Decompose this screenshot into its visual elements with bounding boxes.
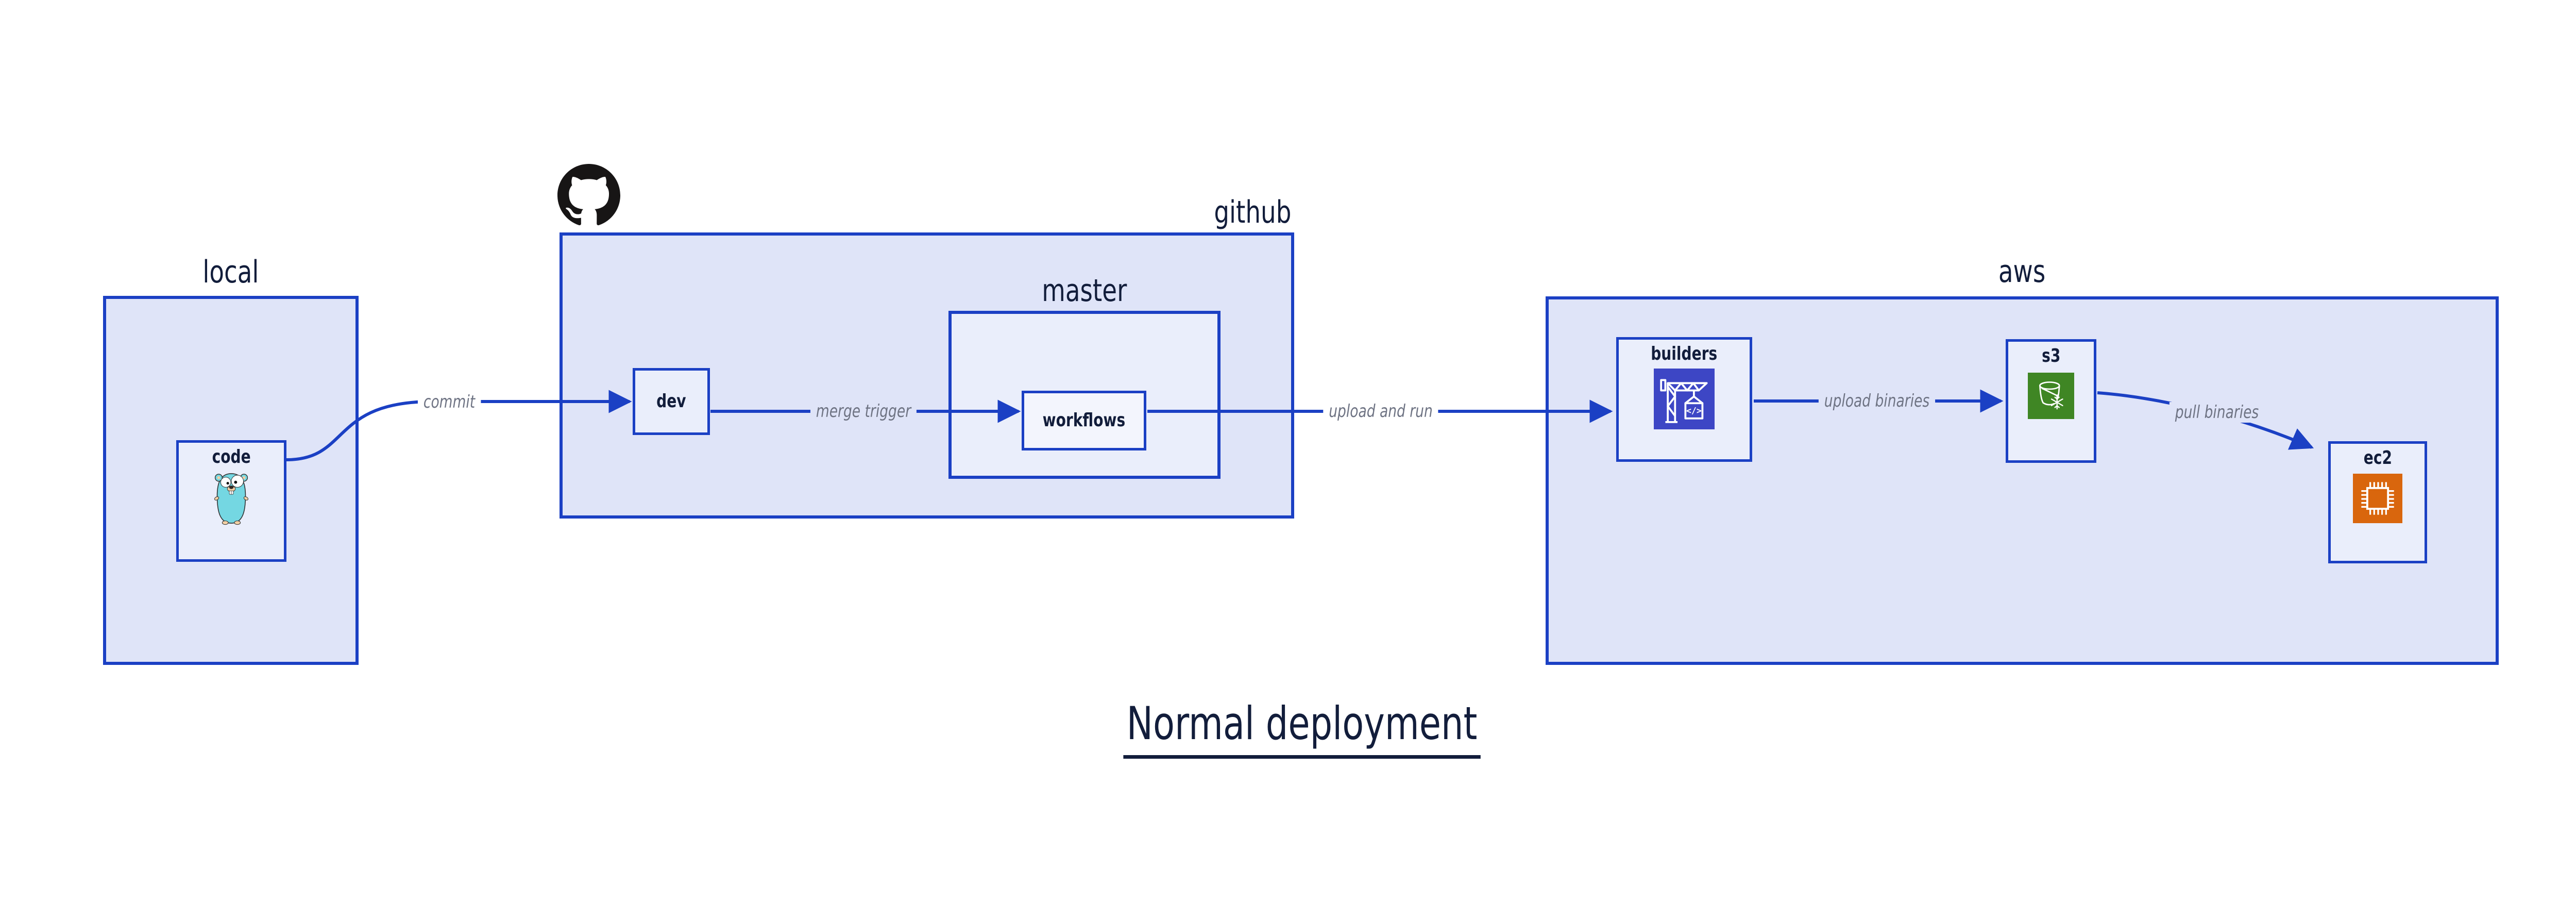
edge-pull-binaries-label: pull binaries [2156,402,2278,423]
node-dev-label: dev [656,391,686,412]
aws-s3-glacier-bucket-icon [2028,373,2074,419]
github-octocat-icon [557,164,620,225]
edge-commit-label: commit [409,392,490,412]
node-ec2-label: ec2 [2363,447,2392,469]
edge-upload-and-run-label: upload and run [1307,401,1454,422]
github-group-label: github [560,195,1291,229]
node-ec2: ec2 [2328,441,2427,563]
node-builders-label: builders [1651,343,1718,364]
node-dev: dev [633,368,710,435]
node-code: code [176,440,286,562]
edge-upload-binaries-label: upload binaries [1802,391,1952,411]
codebuild-code-glyph: </> [1686,406,1702,415]
aws-codebuild-crane-icon: </> [1654,369,1715,429]
master-group-label: master [948,274,1221,308]
node-workflows-label: workflows [1042,410,1126,431]
aws-ec2-chip-icon [2353,474,2402,523]
node-workflows: workflows [1022,391,1146,450]
aws-group-label: aws [1546,255,2499,289]
aws-group-label-text: aws [1998,254,2046,290]
github-group-label-text: github [1213,194,1291,230]
node-builders: builders </> [1616,337,1752,462]
edge-merge-trigger-label: merge trigger [795,401,931,422]
node-s3-label: s3 [2041,345,2061,366]
local-group-label-text: local [202,254,259,290]
local-group-label: local [103,255,359,289]
diagram-title: Normal deployment [1073,697,1531,759]
node-code-label: code [212,446,251,467]
master-group-label-text: master [1042,273,1127,309]
node-s3: s3 [2006,339,2096,463]
go-gopher-icon [214,473,249,525]
